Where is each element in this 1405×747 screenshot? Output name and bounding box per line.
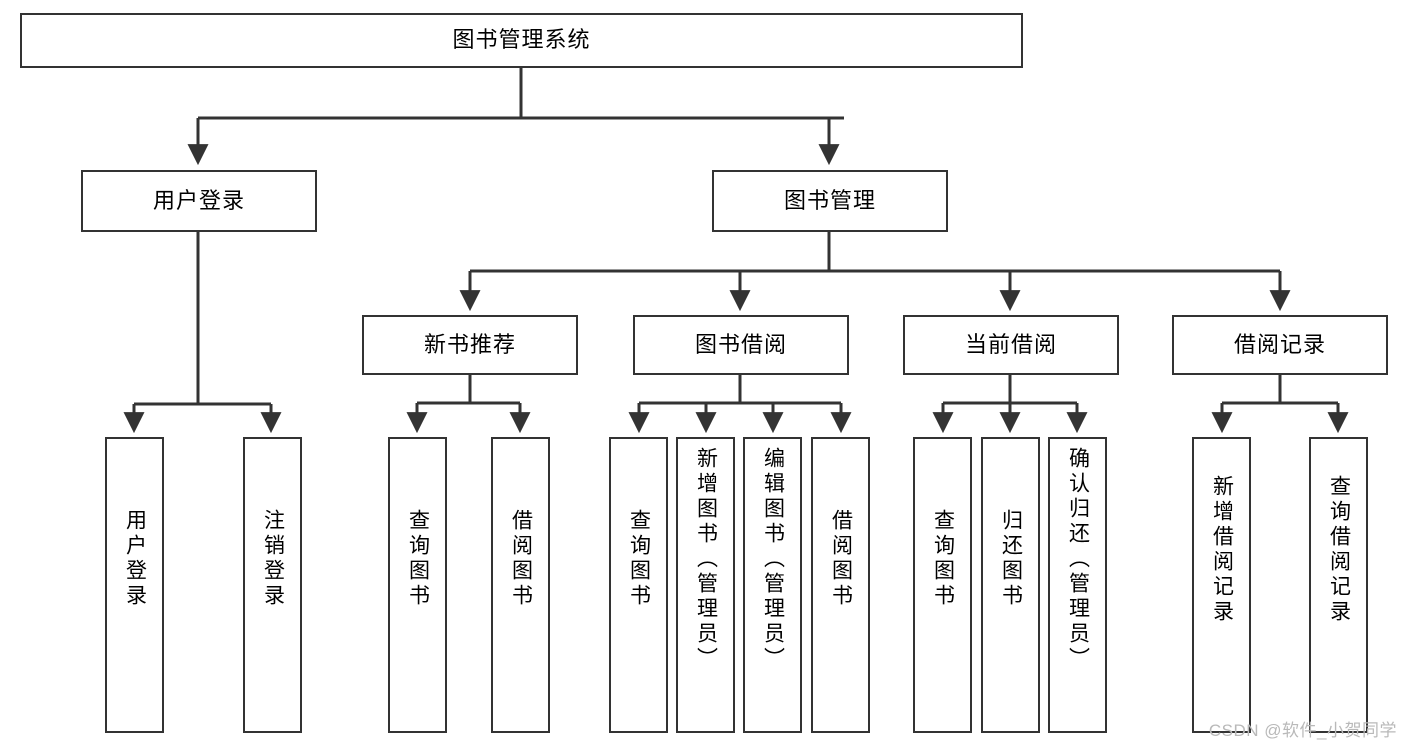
node-book-borrow-label: 图书借阅	[694, 331, 787, 357]
node-leaf-add-book[interactable]: 新增图书（管理员）	[676, 437, 735, 733]
node-borrow-record[interactable]: 借阅记录	[1172, 315, 1388, 375]
node-leaf-add-record[interactable]: 新增借阅记录	[1192, 437, 1251, 733]
node-leaf-query-book-2[interactable]: 查询图书	[609, 437, 668, 733]
node-book-borrow[interactable]: 图书借阅	[633, 315, 849, 375]
node-root[interactable]: 图书管理系统	[20, 13, 1023, 68]
node-leaf-query-book-1[interactable]: 查询图书	[388, 437, 447, 733]
node-leaf-logout[interactable]: 注销登录	[243, 437, 302, 733]
node-leaf-add-record-label: 新增借阅记录	[1210, 475, 1234, 625]
node-current-borrow[interactable]: 当前借阅	[903, 315, 1119, 375]
node-leaf-borrow-book-1-label: 借阅图书	[509, 509, 533, 609]
node-user-login[interactable]: 用户登录	[81, 170, 317, 232]
node-leaf-query-book-2-label: 查询图书	[627, 509, 651, 609]
node-book-manage[interactable]: 图书管理	[712, 170, 948, 232]
node-user-login-label: 用户登录	[152, 187, 245, 213]
node-leaf-borrow-book-1[interactable]: 借阅图书	[491, 437, 550, 733]
node-leaf-query-record-label: 查询借阅记录	[1327, 475, 1351, 625]
node-new-book-recommend-label: 新书推荐	[423, 331, 516, 357]
node-leaf-edit-book[interactable]: 编辑图书（管理员）	[743, 437, 802, 733]
node-leaf-logout-label: 注销登录	[261, 509, 285, 609]
node-leaf-query-book-3-label: 查询图书	[931, 509, 955, 609]
node-leaf-return-book[interactable]: 归还图书	[981, 437, 1040, 733]
node-borrow-record-label: 借阅记录	[1233, 331, 1326, 357]
node-leaf-user-login[interactable]: 用户登录	[105, 437, 164, 733]
node-book-manage-label: 图书管理	[783, 187, 876, 213]
csdn-watermark: CSDN @软件_小贺同学	[1208, 721, 1397, 740]
node-leaf-borrow-book-2-label: 借阅图书	[829, 509, 853, 609]
node-leaf-confirm-return[interactable]: 确认归还（管理员）	[1048, 437, 1107, 733]
node-root-label: 图书管理系统	[452, 27, 591, 53]
node-leaf-borrow-book-2[interactable]: 借阅图书	[811, 437, 870, 733]
node-leaf-confirm-return-label: 确认归还（管理员）	[1066, 447, 1090, 672]
node-leaf-return-book-label: 归还图书	[999, 509, 1023, 609]
node-leaf-query-book-1-label: 查询图书	[406, 509, 430, 609]
node-leaf-user-login-label: 用户登录	[123, 509, 147, 609]
node-current-borrow-label: 当前借阅	[964, 331, 1057, 357]
node-leaf-edit-book-label: 编辑图书（管理员）	[761, 447, 785, 672]
node-leaf-query-record[interactable]: 查询借阅记录	[1309, 437, 1368, 733]
node-leaf-add-book-label: 新增图书（管理员）	[694, 447, 718, 672]
node-new-book-recommend[interactable]: 新书推荐	[362, 315, 578, 375]
node-leaf-query-book-3[interactable]: 查询图书	[913, 437, 972, 733]
